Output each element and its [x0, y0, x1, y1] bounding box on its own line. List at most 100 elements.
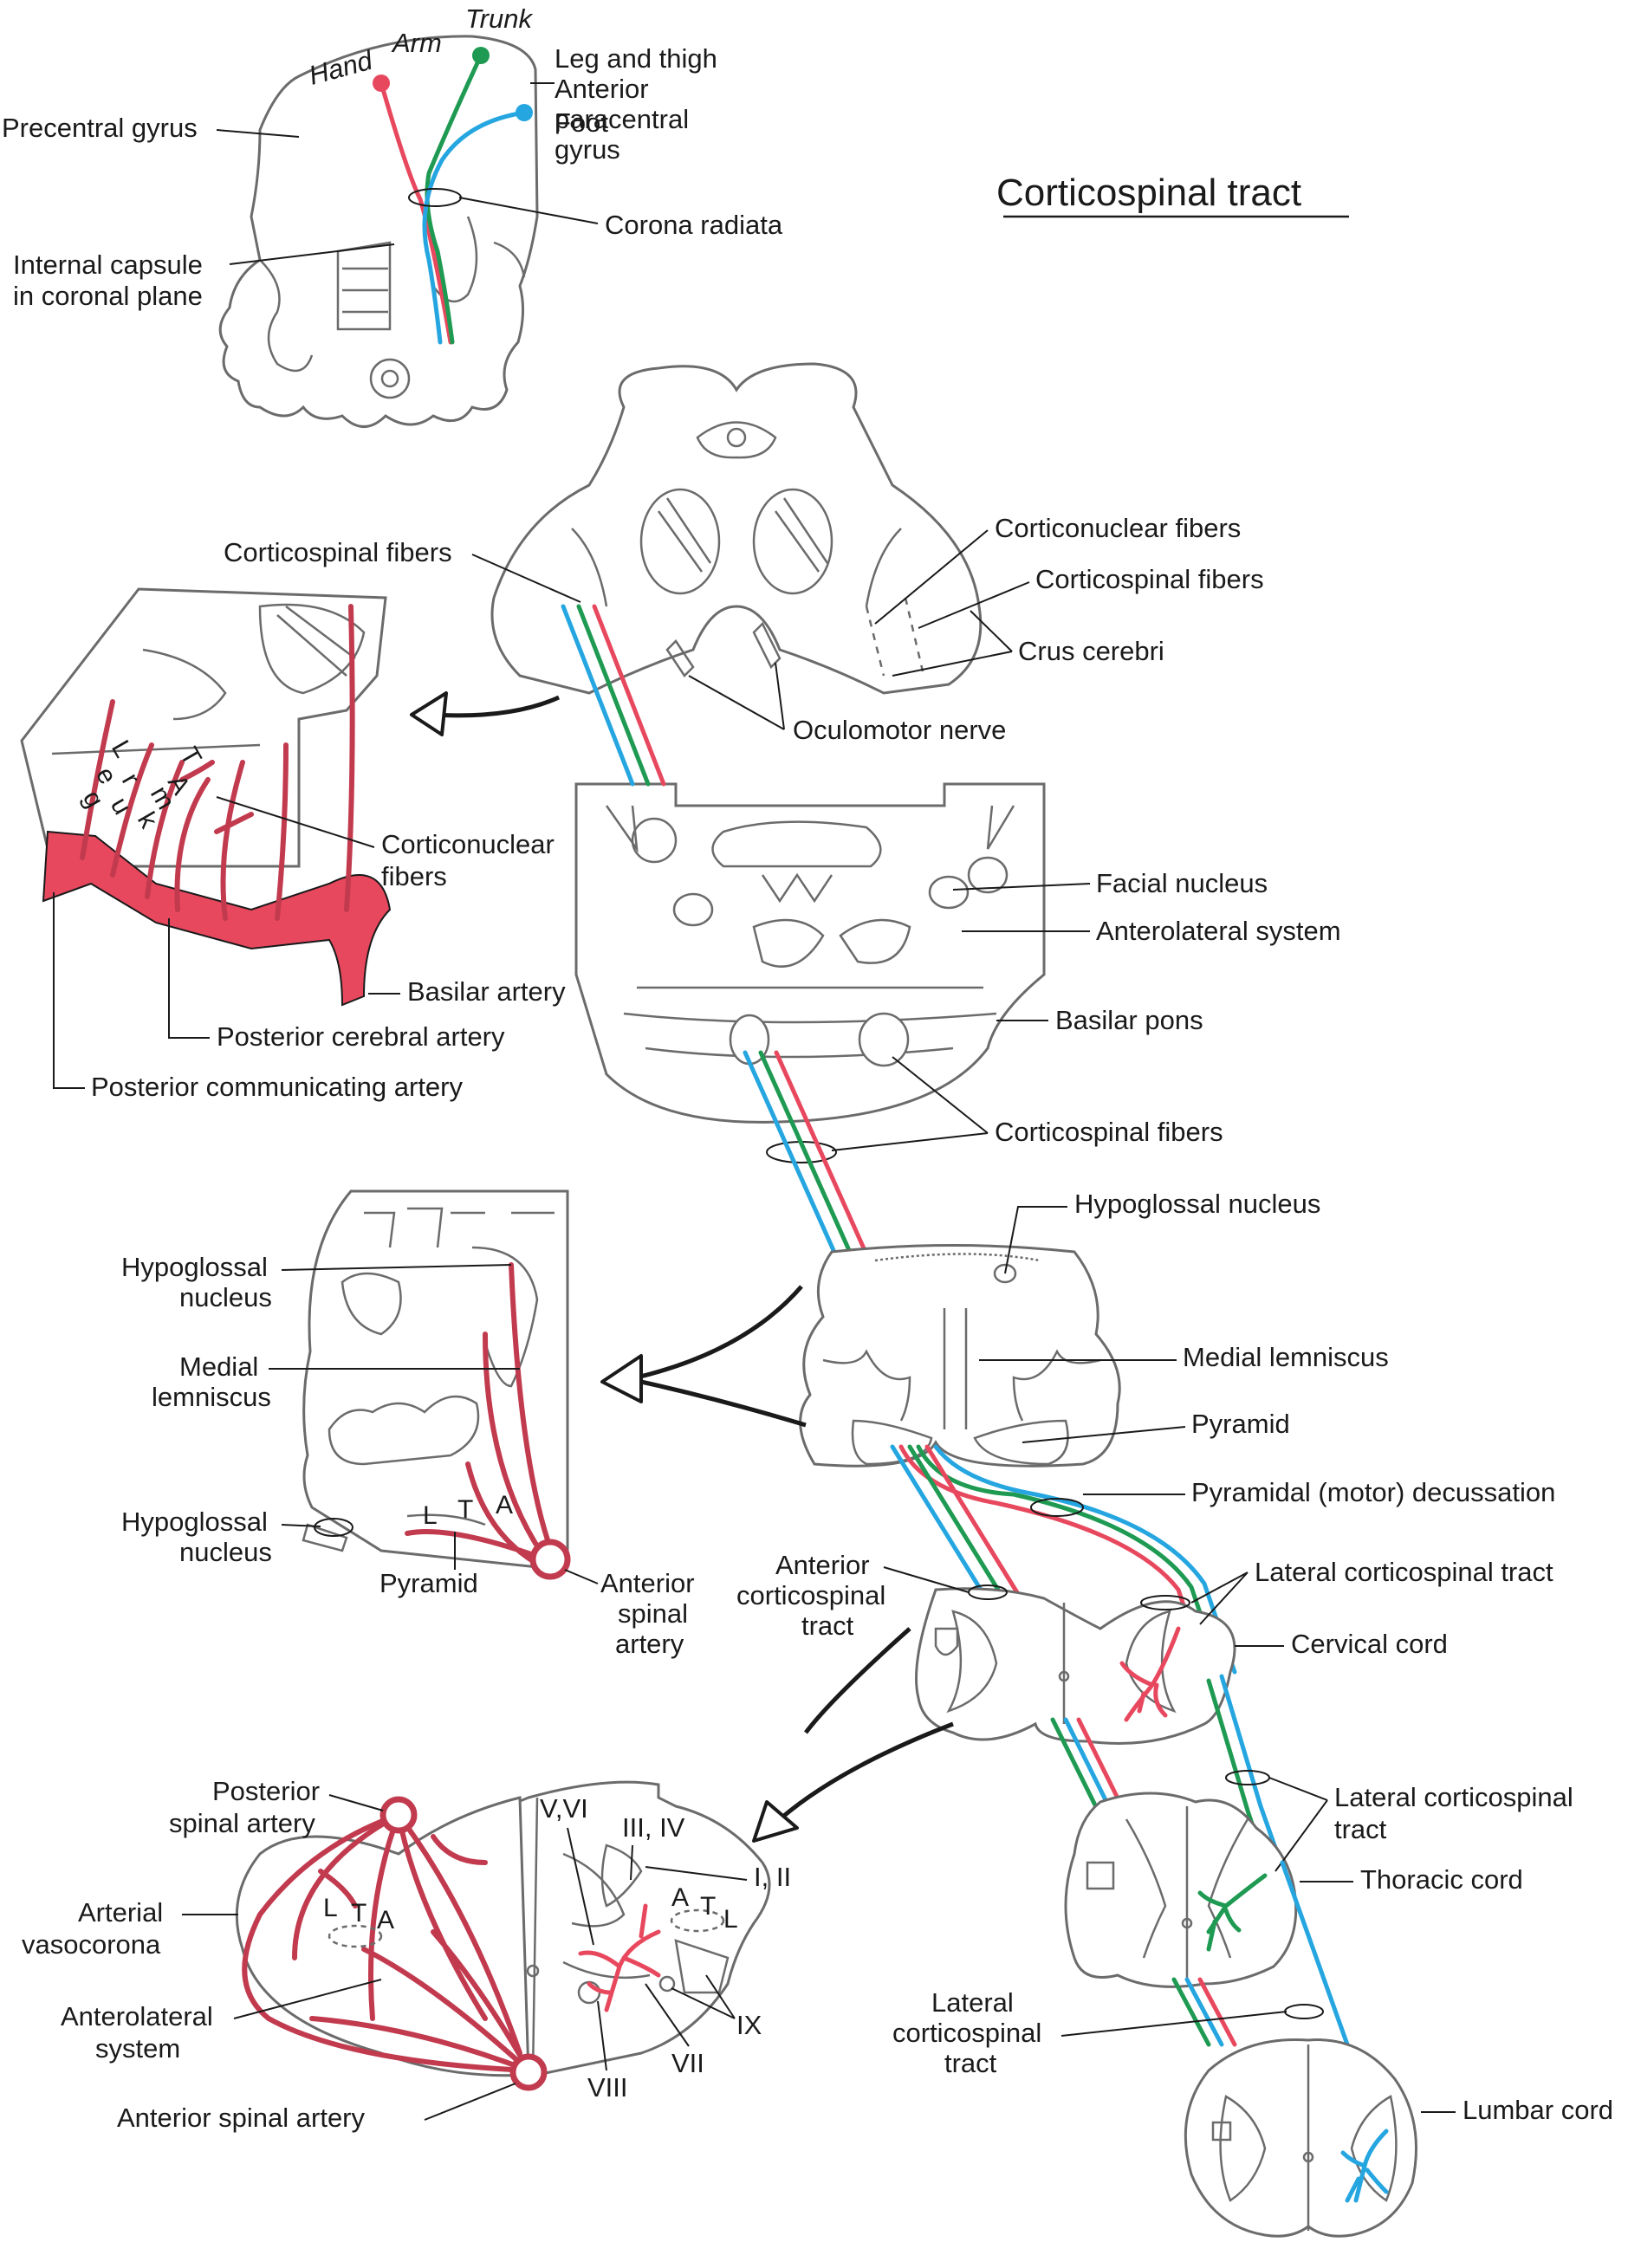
arrow-shaft-4	[778, 1721, 954, 1821]
left-lateral-cst-dashed	[328, 1924, 383, 1948]
label-lateral-cst-3a: Lateral	[931, 1987, 1014, 2018]
third-ventricle-region	[369, 358, 411, 399]
diagram-title: Corticospinal tract	[996, 172, 1301, 214]
label-basilar-artery: Basilar artery	[407, 976, 566, 1007]
label-lateral-cst-3c: tract	[944, 2048, 997, 2078]
leader-lateral-cst-3	[1060, 2011, 1287, 2037]
cervical-central-canal	[1058, 1670, 1070, 1682]
label-lateral-cst-3b: corticospinal	[892, 2018, 1041, 2048]
label-lemniscus-l: lemniscus	[152, 1382, 271, 1412]
label-anterolateral-1: Anterolateral	[61, 2001, 213, 2031]
anterior-spinal-artery-ring-b	[509, 2053, 548, 2091]
inferior-olive-right	[1012, 1349, 1101, 1422]
tract-red-upper	[592, 604, 870, 1259]
leader-v-vi	[567, 1827, 594, 1946]
label-anterior-cst-3: tract	[801, 1610, 854, 1641]
lateral-cst-dashed	[670, 1908, 725, 1933]
label-facial-nucleus: Facial nucleus	[1096, 868, 1268, 898]
large-cord-central-canal	[526, 1964, 540, 1978]
label-lamina-i-ii: I, II	[754, 1862, 791, 1892]
tract-green-upper	[576, 604, 854, 1259]
midbrain-block-outline	[20, 587, 387, 868]
penetrating-branches	[80, 604, 355, 921]
red-thoracic-to-lumbar	[1197, 1977, 1237, 2047]
leader-cnf-right	[874, 529, 989, 625]
thoracic-gray-left	[1125, 1818, 1167, 1959]
arrow-head-3	[752, 1800, 799, 1843]
medulla-penetrating-branches	[405, 1262, 557, 1566]
lateral-cst-3-marker	[1284, 2004, 1324, 2019]
decussation-marker	[1030, 1498, 1084, 1517]
leader-hypoglossal-l1	[281, 1264, 512, 1271]
label-medial-l: Medial	[179, 1351, 258, 1382]
label-hypoglossal-nucleus-r: Hypoglossal nucleus	[1074, 1189, 1320, 1219]
ventral-nucleus-2	[658, 1975, 676, 1993]
label-arterial-1: Arterial	[78, 1897, 163, 1928]
label-nucleus-l1: nucleus	[179, 1282, 272, 1312]
pons-nucleus-l1	[631, 817, 678, 864]
label-anterolateral-pons: Anterolateral system	[1096, 916, 1341, 946]
label-trunk: Trunk	[465, 3, 533, 34]
label-lumbar-cord: Lumbar cord	[1463, 2095, 1613, 2125]
red-nucleus-right	[752, 488, 833, 595]
cervical-red-branches	[1119, 1626, 1181, 1722]
leader-ix	[671, 1974, 736, 2019]
leader-corona	[458, 197, 599, 224]
leader-corticonuclear	[216, 796, 375, 848]
label-lamina-viii: VIII	[587, 2072, 628, 2103]
letter-T-medulla: T	[457, 1495, 473, 1524]
thoracic-cord	[1064, 1792, 1298, 1988]
fourth-ventricle-floor	[711, 820, 882, 868]
label-anterolateral-2: system	[95, 2033, 180, 2064]
cervical-cord-outline	[915, 1587, 1236, 1745]
label-thoracic-cord: Thoracic cord	[1360, 1864, 1523, 1895]
letter-A-medulla: A	[496, 1491, 513, 1520]
label-pyramid-r: Pyramid	[1191, 1409, 1290, 1439]
label-arterial-2: vasocorona	[22, 1929, 161, 1960]
fourth-ventricle-floor-medulla	[874, 1253, 1041, 1262]
leader-facial	[952, 883, 1091, 891]
label-pyramid-l: Pyramid	[379, 1568, 478, 1598]
cerebral-aqueduct	[726, 427, 747, 448]
lemniscus-left	[752, 918, 825, 968]
leader-lateral-cst-1	[1190, 1571, 1249, 1625]
leader-internal-capsule	[229, 243, 395, 265]
label-foot: Foot	[555, 107, 608, 138]
label-posterior-communicating: Posterior communicating artery	[91, 1072, 463, 1102]
lumbar-gray-left	[1219, 2095, 1267, 2202]
lemniscus-right	[839, 918, 911, 964]
arrow-head-1	[410, 691, 448, 736]
arrow-shaft-1	[432, 695, 561, 718]
label-lateral-cst-1: Lateral corticospinal tract	[1255, 1557, 1553, 1587]
tract-blue-upper	[561, 604, 839, 1259]
trunk-dot	[472, 47, 490, 64]
medulla-block-outline	[302, 1189, 569, 1570]
label-posterior-cerebral: Posterior cerebral artery	[217, 1021, 505, 1052]
label-hypoglossal-l2: Hypoglossal	[121, 1507, 268, 1537]
lumbar-central-canal	[1302, 2151, 1314, 2163]
blue-anterior-uncrossed	[890, 1444, 986, 1597]
leader-lateral-cst-2	[1268, 1777, 1328, 1872]
green-thoracic-to-lumbar	[1171, 1977, 1211, 2047]
oculomotor-root-left	[665, 639, 695, 677]
label-lateral-cst-2b: tract	[1334, 1814, 1387, 1844]
large-cord-median	[531, 1797, 539, 2076]
letter-L-right: L	[723, 1905, 738, 1934]
leader-hypoglossal-r	[1004, 1206, 1067, 1274]
leader-posterior-cerebral	[168, 918, 210, 1039]
medial-lemniscus-strips	[943, 1308, 968, 1429]
label-crus-cerebri: Crus cerebri	[1018, 636, 1164, 666]
vasocorona-outer-vessel	[242, 1812, 531, 2073]
cst-bundle-right	[858, 1012, 910, 1067]
lateral-cst-2-marker	[1225, 1770, 1270, 1785]
lateral-cst-marker	[1140, 1595, 1190, 1610]
lentiform-nucleus	[336, 241, 392, 331]
red-nucleus-block	[258, 603, 366, 695]
letter-A-cord: A	[377, 1906, 394, 1934]
lamina-iii-iv-shape	[562, 1852, 626, 1928]
label-posterior-spinal-2: spinal artery	[169, 1808, 315, 1838]
label-corticonuclear-fibers-right: Corticonuclear fibers	[995, 513, 1241, 543]
pons-nucleus-r1	[967, 856, 1009, 894]
label-fibers: fibers	[381, 861, 447, 891]
